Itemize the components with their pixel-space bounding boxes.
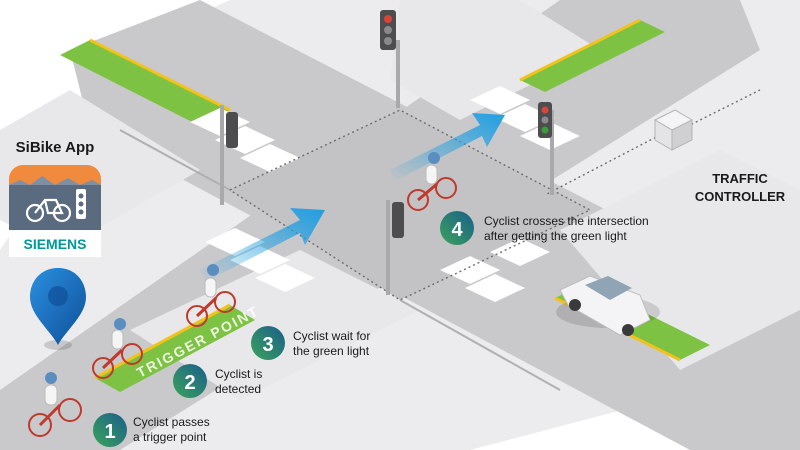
bicycle-icon — [25, 198, 72, 223]
step-number: 2 — [184, 372, 195, 394]
step-caption-line1: Cyclist wait for — [293, 329, 370, 343]
signal-links — [229, 89, 761, 301]
crosswalk-south — [440, 238, 550, 302]
app-icon[interactable]: SIEMENS — [9, 165, 101, 257]
traffic-light-east — [538, 102, 554, 195]
location-pin-icon — [30, 268, 86, 350]
step-caption-line2: a trigger point — [133, 430, 207, 444]
bike-lane-top-left — [60, 40, 230, 126]
bike-lane-top-right — [520, 20, 665, 92]
car-icon — [556, 275, 660, 336]
step-caption-line1: Cyclist crosses the intersection — [484, 214, 649, 228]
step-caption-line2: detected — [215, 382, 261, 396]
cyclist-step4 — [407, 152, 457, 211]
step-4: 4 Cyclist crosses the intersection after… — [440, 211, 649, 245]
step-2: 2 Cyclist is detected — [173, 364, 262, 398]
flow-arrow-west — [200, 208, 325, 282]
step-3: 3 Cyclist wait for the green light — [251, 326, 370, 360]
cyclist-step2 — [92, 318, 143, 379]
controller-label-line2: CONTROLLER — [695, 189, 786, 204]
step-badge — [440, 211, 474, 245]
step-badge — [93, 413, 127, 447]
controller-label-line1: TRAFFIC — [712, 171, 768, 186]
controller-box-icon — [653, 109, 694, 151]
flow-arrows — [200, 113, 505, 282]
traffic-light-west — [220, 105, 238, 205]
step-caption-line2: after getting the green light — [484, 229, 627, 243]
step-badge — [173, 364, 207, 398]
traffic-light-north — [380, 10, 400, 108]
step-1: 1 Cyclist passes a trigger point — [93, 413, 210, 447]
step-badge — [251, 326, 285, 360]
step-caption-line1: Cyclist is — [215, 367, 262, 381]
step-number: 4 — [451, 219, 463, 241]
app-title: SiBike App — [16, 139, 95, 156]
step-caption-line1: Cyclist passes — [133, 415, 210, 429]
trigger-point-lane — [95, 305, 255, 392]
traffic-light-south — [386, 200, 404, 295]
traffic-light-icon — [76, 189, 86, 219]
cyclist-step3 — [186, 264, 236, 327]
flow-arrow-east — [390, 113, 505, 181]
step-caption-line2: the green light — [293, 344, 370, 358]
cyclist-step1 — [28, 372, 82, 437]
app-brand: SIEMENS — [23, 236, 86, 252]
step-number: 3 — [262, 334, 273, 356]
step-number: 1 — [104, 421, 115, 443]
